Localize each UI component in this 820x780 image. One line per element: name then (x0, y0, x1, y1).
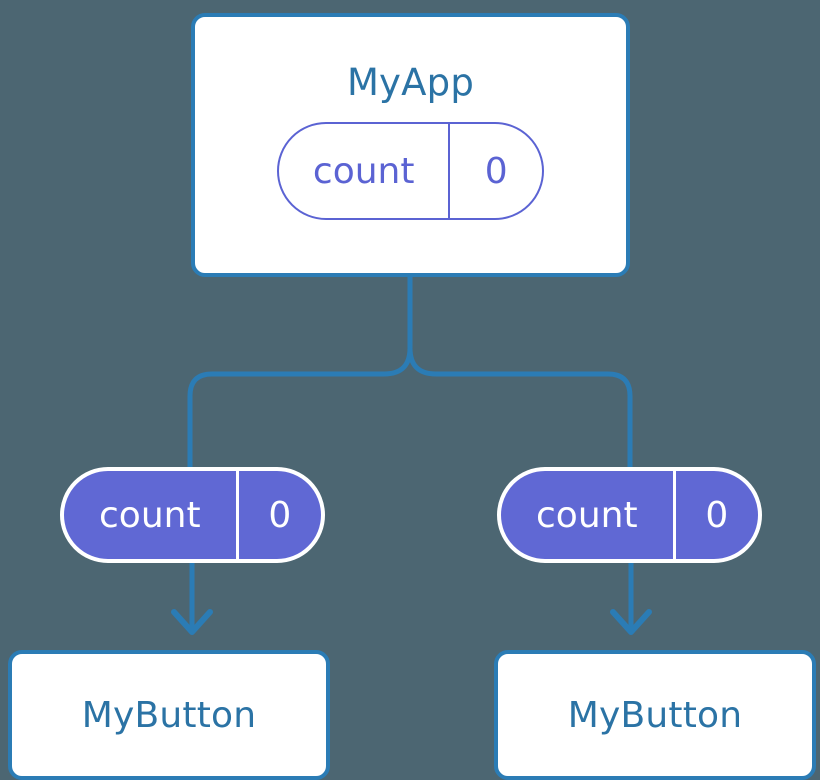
state-value-myapp: 0 (448, 124, 542, 218)
branch-connector-path (407, 274, 633, 473)
state-capsule-myapp[interactable]: count 0 (277, 122, 544, 220)
component-label-myapp: MyApp (346, 61, 475, 104)
component-label-mybutton-right: MyButton (567, 694, 743, 736)
arrow-head-right (610, 609, 652, 635)
component-box-mybutton-left[interactable]: MyButton (8, 650, 330, 780)
arrow-head-left (171, 609, 213, 635)
component-box-mybutton-right[interactable]: MyButton (494, 650, 816, 780)
state-capsule-child-left[interactable]: count 0 (60, 467, 325, 563)
state-value-child-left: 0 (235, 471, 321, 559)
state-capsule-child-right[interactable]: count 0 (497, 467, 762, 563)
state-key-child-left: count (99, 494, 201, 536)
state-key-child-right: count (536, 494, 638, 536)
component-box-myapp[interactable]: MyApp count 0 (191, 13, 630, 277)
state-value-child-right: 0 (672, 471, 758, 559)
state-key-myapp: count (312, 150, 415, 192)
component-label-mybutton-left: MyButton (81, 694, 257, 736)
branch-connector-path-left (187, 345, 413, 473)
